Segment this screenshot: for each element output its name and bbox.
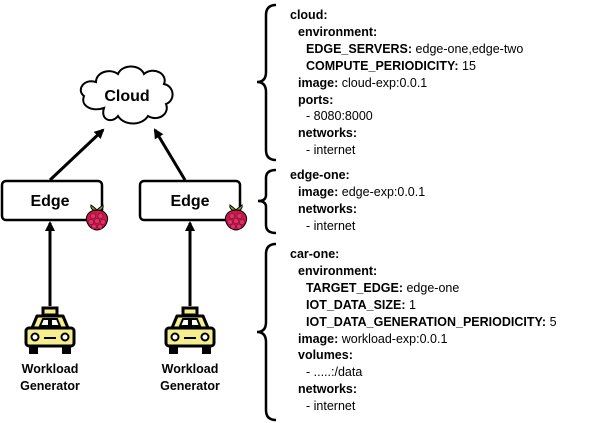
target-edge-value: edge-one bbox=[406, 280, 460, 295]
iot-data-generation-periodicity-value: 5 bbox=[549, 314, 557, 329]
edge-box bbox=[138, 179, 242, 222]
edge-one-image-key: image: bbox=[298, 184, 339, 199]
edge-label: Edge bbox=[170, 193, 209, 210]
car-one-environment-key: environment: bbox=[298, 263, 378, 278]
cloud-ports-item: - 8080:8000 bbox=[306, 109, 373, 124]
cloud-ports-key: ports: bbox=[298, 92, 334, 107]
edge-node-left: Edge bbox=[0, 179, 109, 231]
edge-label: Edge bbox=[30, 193, 69, 210]
edge-box bbox=[0, 179, 104, 222]
taxi-icon bbox=[24, 306, 76, 356]
brace-edge-one bbox=[257, 168, 277, 235]
brace-car-one bbox=[256, 242, 277, 422]
cloud-shape bbox=[79, 65, 174, 125]
workload-node-right: Workload Generator bbox=[160, 306, 220, 393]
workload-label-line2: Generator bbox=[20, 379, 80, 393]
iot-data-size-key: IOT_DATA_SIZE: bbox=[306, 297, 406, 312]
cloud-image-value: cloud-exp:0.0.1 bbox=[341, 75, 428, 90]
workload-label-line2: Generator bbox=[160, 379, 220, 393]
arrow-edge-right-to-cloud bbox=[153, 128, 187, 181]
arrow-edge-left-to-cloud bbox=[48, 128, 105, 182]
target-edge-key: TARGET_EDGE: bbox=[306, 280, 403, 295]
iot-data-generation-periodicity-key: IOT_DATA_GENERATION_PERIODICITY: bbox=[306, 314, 547, 329]
brace-cloud bbox=[256, 3, 277, 162]
car-one-image-key: image: bbox=[298, 331, 339, 346]
edge-one-networks-item: - internet bbox=[306, 218, 356, 233]
cloud-networks-key: networks: bbox=[298, 126, 358, 141]
car-one-volumes-item: - .....:/data bbox=[306, 365, 363, 380]
taxi-icon bbox=[164, 306, 216, 356]
edge-one-service-name: edge-one: bbox=[290, 168, 350, 182]
car-one-networks-item: - internet bbox=[306, 399, 356, 414]
car-one-image-value: workload-exp:0.0.1 bbox=[341, 331, 448, 346]
cloud-networks-item: - internet bbox=[306, 143, 356, 158]
edge-one-networks-key: networks: bbox=[298, 201, 358, 216]
cloud-node: Cloud bbox=[79, 65, 174, 125]
compute-periodicity-value: 15 bbox=[462, 58, 476, 73]
car-one-volumes-key: volumes: bbox=[298, 348, 353, 363]
cloud-label: Cloud bbox=[104, 88, 149, 105]
compute-periodicity-key: COMPUTE_PERIODICITY: bbox=[306, 58, 459, 73]
config-car-one: car-one: environment: TARGET_EDGE: edge-… bbox=[290, 246, 557, 415]
edge-one-image-value: edge-exp:0.0.1 bbox=[341, 184, 426, 199]
workload-node-left: Workload Generator bbox=[20, 306, 80, 393]
config-cloud: cloud: environment: EDGE_SERVERS: edge-o… bbox=[290, 7, 523, 159]
iot-data-size-value: 1 bbox=[409, 297, 416, 312]
workload-label-line1: Workload bbox=[162, 362, 219, 376]
cloud-service-name: cloud: bbox=[290, 8, 328, 22]
config-edge-one: edge-one: image: edge-exp:0.0.1 networks… bbox=[290, 167, 425, 235]
edge-node-right: Edge bbox=[138, 179, 248, 231]
cloud-environment-key: environment: bbox=[298, 24, 378, 39]
car-one-service-name: car-one: bbox=[290, 247, 340, 261]
workload-label-line1: Workload bbox=[22, 362, 79, 376]
edge-servers-value: edge-one,edge-two bbox=[415, 41, 524, 56]
car-one-networks-key: networks: bbox=[298, 382, 358, 397]
cloud-image-key: image: bbox=[298, 75, 339, 90]
edge-servers-key: EDGE_SERVERS: bbox=[306, 41, 413, 56]
